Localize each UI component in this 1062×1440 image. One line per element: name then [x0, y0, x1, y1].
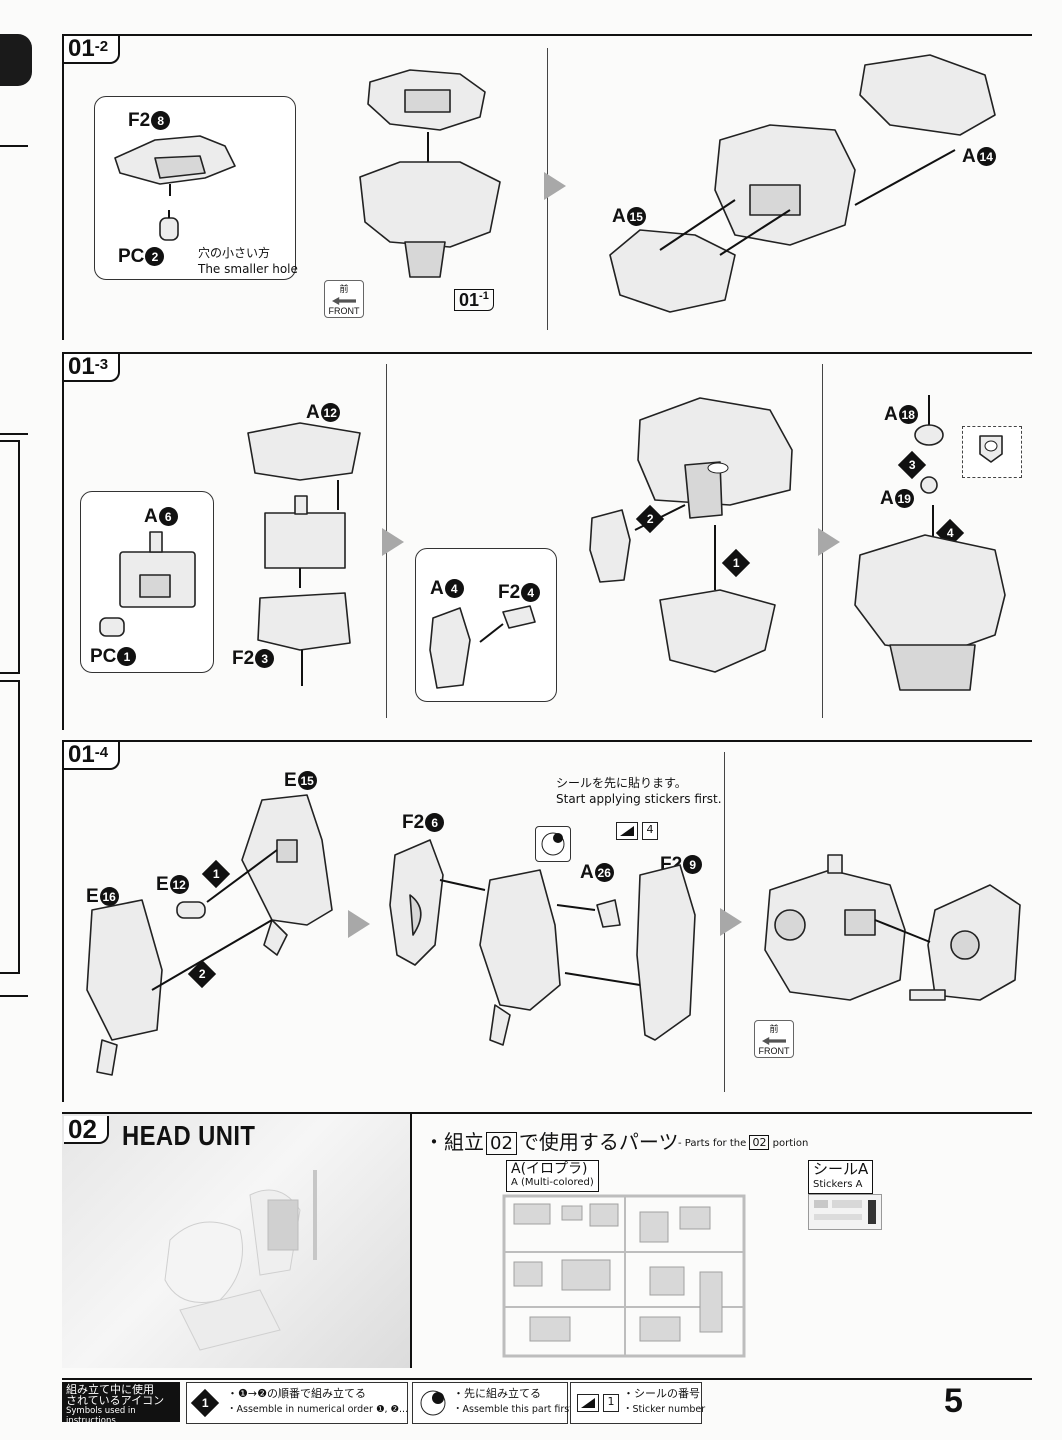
step-01-2-result-illustration: [609, 54, 996, 313]
legend-first-item: ・先に組み立てる ・Assemble this part first.: [412, 1382, 576, 1424]
part-a-6-illustration: [119, 531, 196, 608]
pc-1-illustration: [99, 617, 125, 637]
next-arrow: [544, 172, 566, 200]
page-number: 5: [944, 1382, 963, 1420]
next-arrow: [818, 528, 840, 556]
step-subnumber: -2: [94, 38, 109, 55]
front-direction-icon: 前 FRONT: [754, 1020, 794, 1058]
step-01-4-top-rule: [62, 740, 1032, 742]
final-head-illustration: [854, 395, 1006, 691]
step-01-4-left-rule: [62, 740, 64, 1102]
step-01-2-assembly-illustration: [359, 69, 501, 278]
hole-note-en: The smaller hole: [198, 262, 298, 276]
left-margin-frame: [0, 680, 20, 974]
left-margin-rule: [0, 995, 28, 997]
head-unit-photo-illustration: [164, 1170, 317, 1351]
assemble-first-icon: [535, 826, 571, 862]
part-f2-8-illustration: [114, 135, 236, 196]
step-01-4-left-illustration: [86, 794, 333, 1076]
step-01-2-label: 01-2: [64, 35, 121, 64]
step-01-3-left-rule: [62, 352, 64, 730]
legend-top-rule: [62, 1378, 1032, 1380]
sticker-number-icon: 1: [603, 1394, 619, 1412]
step-01-2-top-rule: [62, 34, 1032, 36]
sticker-note-jp: シールを先に貼ります。: [556, 776, 687, 790]
step-01-4-result-illustration: [764, 854, 1021, 1001]
step-01-3-head-illustration: [589, 397, 793, 673]
callout-f2-8: [94, 96, 296, 280]
parts-heading-en: - Parts for the 02 portion: [678, 1135, 809, 1150]
step-01-3-stack-illustration: [247, 422, 361, 686]
sticker-icon: [577, 1394, 599, 1412]
head-unit-title: HEAD UNIT: [122, 1120, 256, 1151]
left-margin-rule: [0, 433, 28, 435]
step-number: 01: [68, 35, 95, 62]
sticker-4-icon: [616, 822, 638, 844]
left-margin-tab: [0, 34, 32, 86]
left-margin-frame: [0, 440, 20, 674]
runner-a-label: A(イロプラ) A (Multi-colored): [506, 1160, 599, 1192]
head-unit-top-rule: [62, 1112, 1032, 1114]
sticker-note-en: Start applying stickers first.: [556, 792, 722, 806]
runner-a-diagram: [502, 1194, 746, 1358]
stickers-a-label: シールA Stickers A: [808, 1160, 874, 1194]
parts-heading-num: 02: [486, 1132, 517, 1155]
sticker-4-number: 4: [642, 822, 658, 840]
step-01-3-top-rule: [62, 352, 1032, 354]
ref-01-1: 01-1: [454, 289, 494, 311]
legend-order-item: 1 ・❶→❷の順番で組み立てる ・Assemble in numerical o…: [186, 1382, 408, 1424]
order-marker-icon: 1: [190, 1388, 220, 1418]
step-01-2-left-rule: [62, 34, 64, 340]
next-arrow: [720, 908, 742, 936]
step-01-4-middle-illustration: [389, 839, 696, 1046]
next-arrow: [348, 910, 370, 938]
front-direction-icon: 前 FRONT: [324, 280, 364, 318]
legend-title-box: 組み立て中に使用 されているアイコン Symbols used in instr…: [62, 1382, 180, 1426]
part-a-4-illustration: [429, 605, 536, 689]
hole-note-jp: 穴の小さい方: [198, 246, 271, 260]
stickers-a-sheet: [808, 1194, 882, 1230]
assemble-first-icon: [420, 1390, 446, 1416]
pc-2-illustration: [159, 210, 179, 241]
left-margin-rule: [0, 145, 28, 147]
next-arrow: [382, 528, 404, 556]
head-unit-number: 02: [64, 1116, 109, 1144]
legend-sticker-item: 1 ・シールの番号 ・Sticker number: [570, 1382, 705, 1424]
step-01-3-label: 01-3: [64, 354, 121, 382]
step-01-4-label: 01-4: [64, 742, 121, 770]
inset-part-icon: [979, 435, 1003, 463]
